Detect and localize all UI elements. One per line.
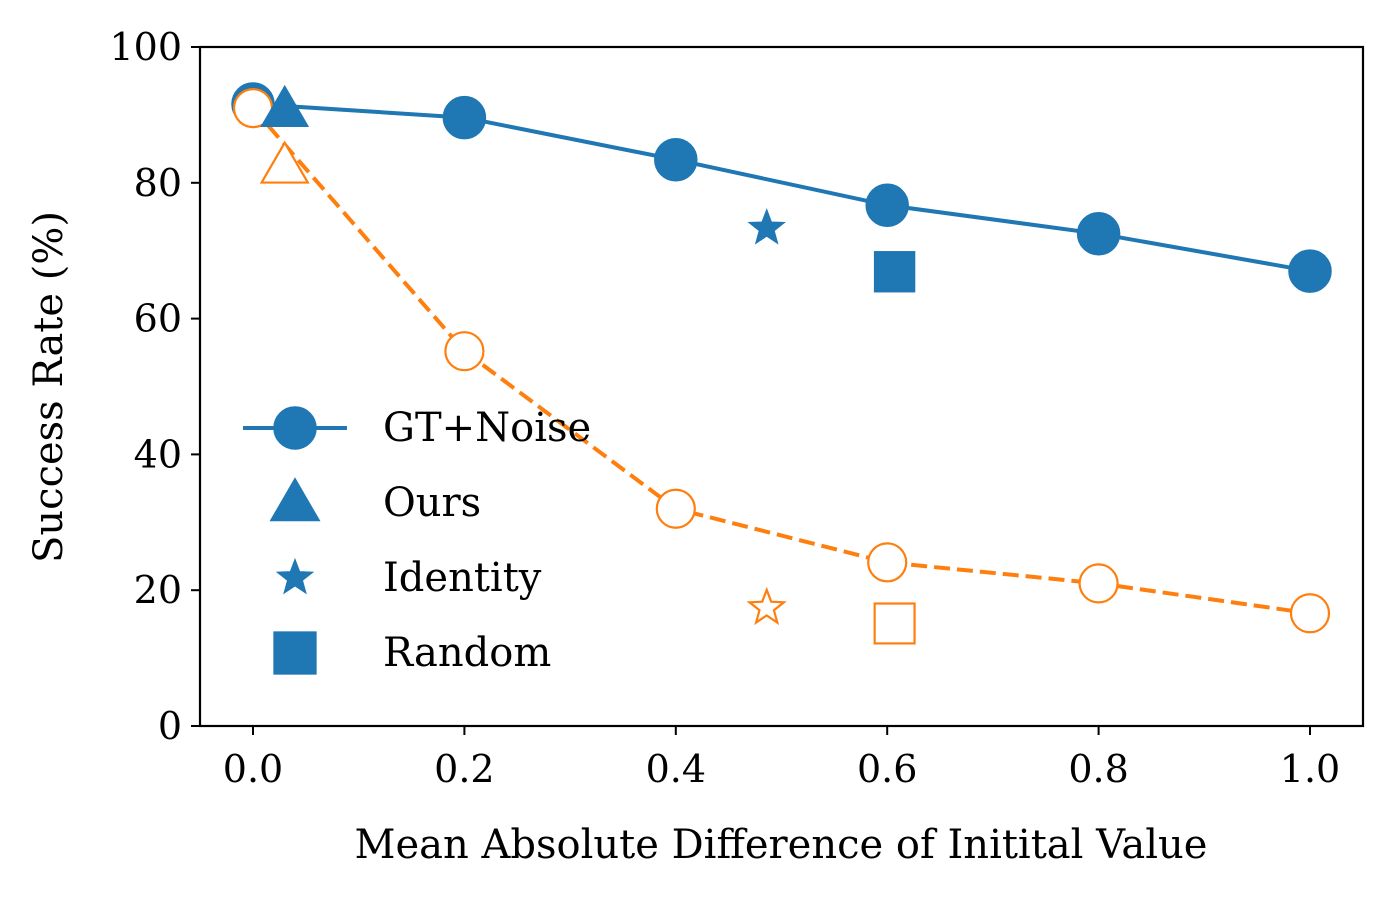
series-1-point xyxy=(444,331,485,372)
y-tick-label: 40 xyxy=(134,432,182,476)
point-square-4 xyxy=(873,251,916,293)
y-tick-label: 0 xyxy=(158,704,182,748)
legend-entry-identity: Identity xyxy=(275,555,542,601)
series-0-point xyxy=(1288,249,1332,293)
legend-label: Identity xyxy=(383,555,542,601)
x-axis-label: Mean Absolute Difference of Initital Val… xyxy=(355,822,1208,868)
series-1-point xyxy=(1289,593,1331,634)
series-line-0 xyxy=(252,102,1311,274)
series-line-1 xyxy=(251,106,1311,616)
x-tick-label: 1.0 xyxy=(1280,747,1340,791)
point-triangle-0 xyxy=(260,84,310,127)
legend-label: GT+Noise xyxy=(383,405,591,451)
point-triangle-1 xyxy=(259,140,310,184)
axes: 0.0 0.2 0.4 0.6 0.8 1.0 0 20 40 60 80 100 xyxy=(109,25,1340,791)
plot-frame xyxy=(198,45,1365,728)
x-tick-label: 0.4 xyxy=(646,747,706,791)
legend-label: Ours xyxy=(383,480,481,526)
y-tick-label: 100 xyxy=(109,25,182,69)
legend-entry-random: Random xyxy=(273,630,551,676)
y-tick-label: 60 xyxy=(134,297,182,341)
series-1-point xyxy=(655,488,696,529)
series-0-point xyxy=(654,137,698,182)
series-0-point xyxy=(442,95,487,140)
x-tick-label: 0.0 xyxy=(223,747,283,791)
y-tick-label: 80 xyxy=(134,161,182,205)
y-tick-label: 20 xyxy=(134,568,182,612)
point-star-2 xyxy=(747,208,786,245)
legend-entry-gt-noise: GT+Noise xyxy=(243,405,591,451)
plot-marks xyxy=(231,82,1332,645)
legend-star-marker xyxy=(275,557,315,595)
point-star-3 xyxy=(746,586,787,626)
x-tick-label: 0.2 xyxy=(434,747,494,791)
x-tick-label: 0.8 xyxy=(1068,747,1128,791)
legend-square-marker xyxy=(273,631,317,675)
legend-circle-marker xyxy=(273,406,317,450)
series-1-point xyxy=(1078,563,1119,604)
legend-entry-ours: Ours xyxy=(269,477,481,526)
series-0-point xyxy=(865,183,909,227)
series-0-point xyxy=(1076,211,1121,256)
series-1-point xyxy=(867,542,908,583)
point-square-5 xyxy=(873,602,916,645)
legend-label: Random xyxy=(383,630,551,676)
legend-triangle-marker xyxy=(269,477,321,522)
y-axis-label: Success Rate (%) xyxy=(26,211,72,563)
x-tick-label: 0.6 xyxy=(857,747,917,791)
